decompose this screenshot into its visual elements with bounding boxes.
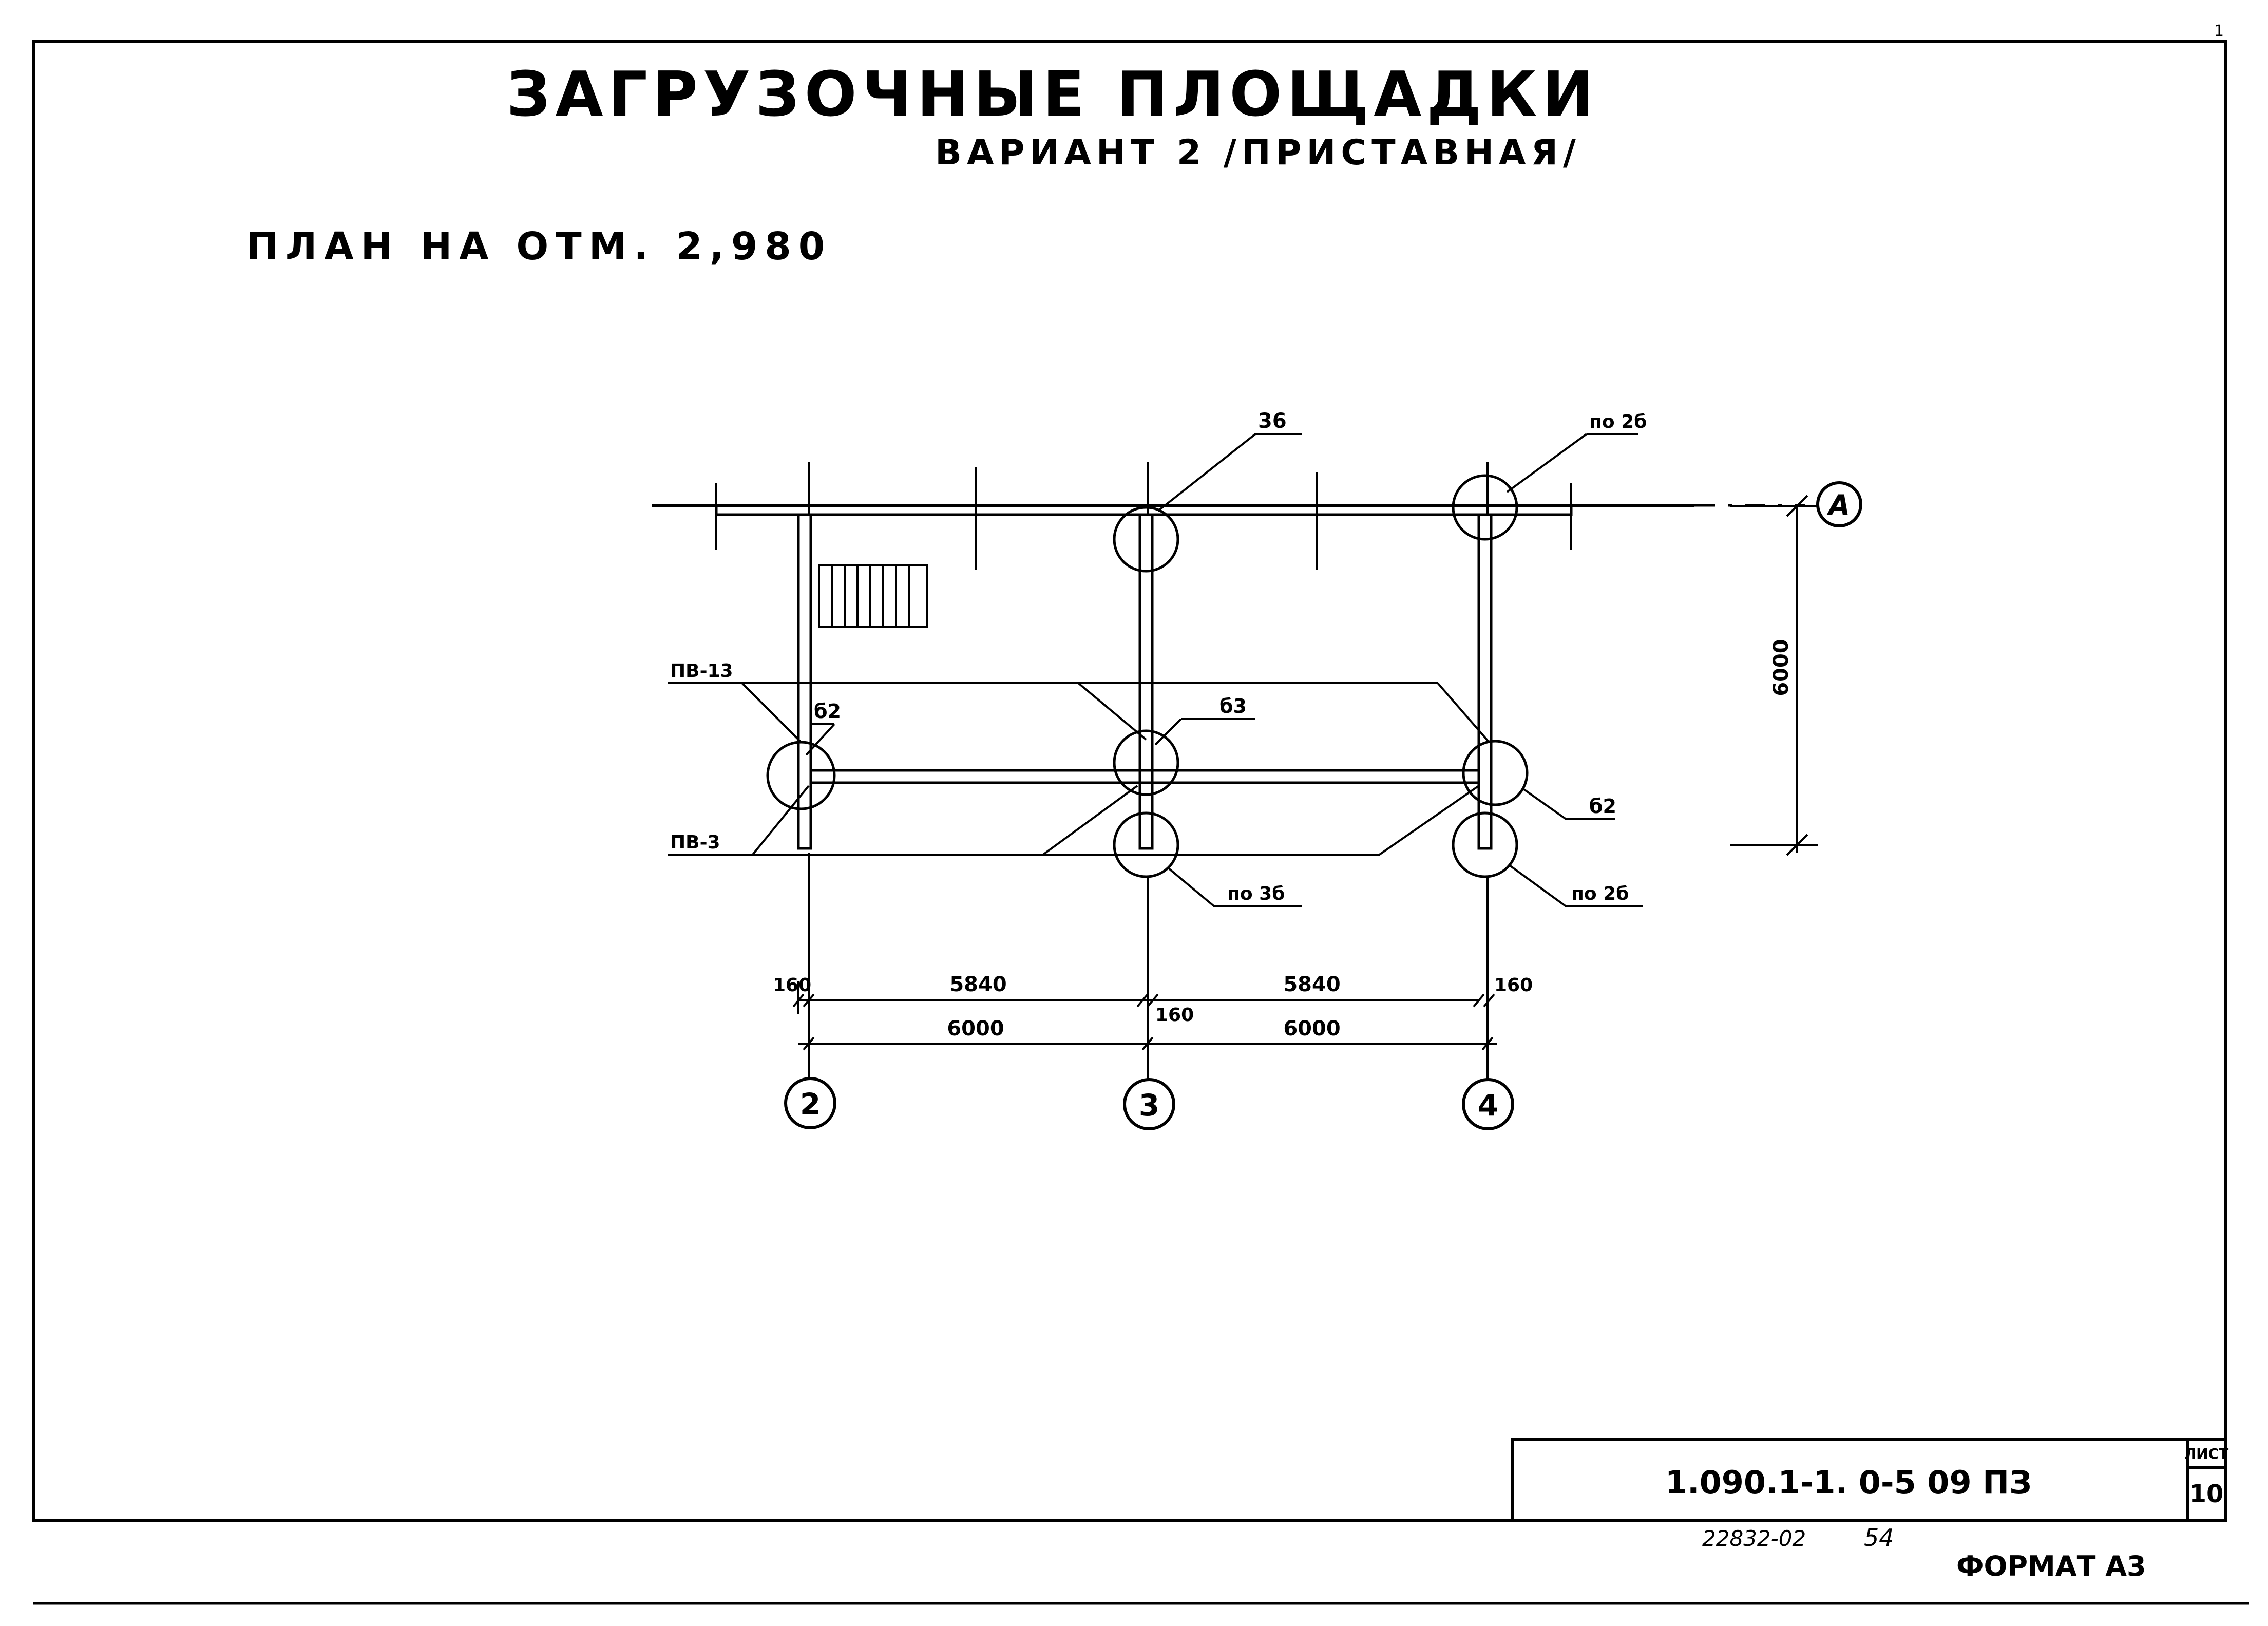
plan-label: ПЛАН НА ОТМ. 2,980: [246, 224, 832, 269]
callout-26-top: по 2б: [1589, 411, 1647, 432]
dim-6000-span2: 6000: [1283, 1017, 1340, 1041]
vertical-dimension: [1730, 495, 1818, 856]
dim-5840-span2: 5840: [1283, 973, 1340, 996]
horizontal-dimensions: [792, 981, 1497, 1051]
leader-lines: [668, 433, 1643, 907]
callout-63: б3: [1219, 695, 1247, 717]
dim-160-left: 160: [773, 975, 811, 996]
dim-5840-span1: 5840: [949, 973, 1006, 996]
beam-axis-2: [797, 513, 812, 850]
callout-62-left: б2: [814, 700, 841, 723]
node-circle-top-3: [1113, 506, 1179, 573]
axis-a-marker: [1816, 481, 1862, 527]
drawing-subtitle: ВАРИАНТ 2 /ПРИСТАВНАЯ/: [935, 133, 1581, 173]
callout-26-bottom: по 2б: [1571, 883, 1629, 904]
footer-inventory: 22832-02: [1702, 1526, 1806, 1551]
beam-axis-4: [1477, 513, 1493, 850]
corner-mark: 1: [2214, 22, 2224, 40]
dim-6000-span1: 6000: [947, 1017, 1004, 1041]
node-circle-mid-3: [1113, 729, 1179, 796]
callout-62-right: б2: [1589, 795, 1616, 818]
beam-axis-3: [1138, 513, 1154, 850]
node-circle-bottom-4: [1452, 811, 1518, 878]
footer-page: 54: [1864, 1524, 1894, 1552]
axis-2-label: 2: [800, 1087, 821, 1122]
dim-vertical-6000: 6000: [1769, 639, 1793, 696]
footer-format: ФОРМАТ А3: [1956, 1550, 2146, 1582]
axis-4-label: 4: [1478, 1088, 1498, 1123]
callout-36-top: 36: [1258, 409, 1287, 433]
drawing-title: ЗАГРУЗОЧНЫЕ ПЛОЩАДКИ: [506, 59, 1598, 130]
stamp-sheet-number: 10: [2189, 1480, 2224, 1508]
axis-4-marker: [1462, 1078, 1514, 1130]
stamp-box: [1511, 1438, 2227, 1522]
axis-2-marker: [784, 1077, 836, 1129]
node-circle-bottom-3: [1113, 811, 1179, 878]
callout-pv3: ПВ-3: [670, 832, 720, 853]
cross-beam: [809, 769, 1480, 784]
axis-3-marker: [1123, 1078, 1175, 1130]
callout-pv13: ПВ-13: [670, 660, 733, 682]
stamp-sheet-label: ЛИСТ: [2184, 1445, 2228, 1462]
dim-160-right: 160: [1494, 975, 1533, 996]
stamp-code: 1.090.1-1. 0-5 09 ПЗ: [1665, 1464, 2032, 1501]
node-circle-top-4: [1452, 474, 1518, 541]
node-circle-mid-2: [766, 741, 836, 810]
stair: [818, 564, 928, 628]
node-circle-mid-4: [1462, 740, 1529, 806]
callout-36-bottom: по 3б: [1227, 883, 1285, 904]
axis-a-label: А: [1826, 489, 1850, 521]
axis-3-label: 3: [1139, 1088, 1159, 1123]
dim-160-mid: 160: [1155, 1005, 1194, 1026]
